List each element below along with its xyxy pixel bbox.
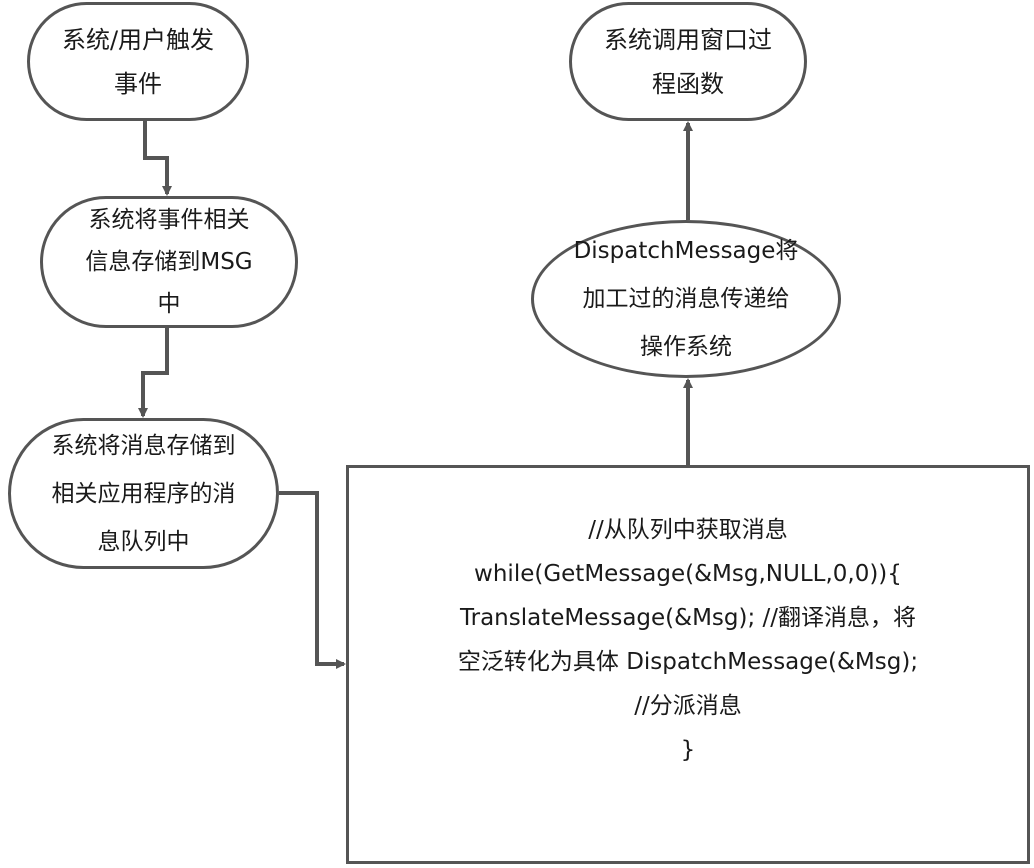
edge-queue-msg-to-loop-code	[279, 491, 346, 669]
store-msg-node: 系统将事件相关 信息存储到MSG 中	[40, 196, 298, 328]
window-proc-node: 系统调用窗口过 程函数	[569, 2, 807, 121]
message-loop-box: //从队列中获取消息 while(GetMessage(&Msg,NULL,0,…	[346, 465, 1030, 864]
edge-user-event-to-store-msg	[143, 121, 172, 196]
dispatch-node: DispatchMessage将 加工过的消息传递给 操作系统	[531, 220, 841, 378]
window-proc-label: 系统调用窗口过 程函数	[604, 25, 772, 98]
user-event-label: 系统/用户触发 事件	[61, 25, 215, 98]
edge-store-msg-to-queue-msg	[138, 328, 169, 418]
message-loop-code: //从队列中获取消息 while(GetMessage(&Msg,NULL,0,…	[457, 517, 919, 763]
user-event-node: 系统/用户触发 事件	[27, 2, 249, 121]
queue-msg-label: 系统将消息存储到 相关应用程序的消 息队列中	[51, 432, 236, 555]
store-msg-label: 系统将事件相关 信息存储到MSG 中	[85, 207, 253, 317]
dispatch-label: DispatchMessage将 加工过的消息传递给 操作系统	[573, 238, 799, 360]
queue-msg-node: 系统将消息存储到 相关应用程序的消 息队列中	[8, 418, 279, 569]
